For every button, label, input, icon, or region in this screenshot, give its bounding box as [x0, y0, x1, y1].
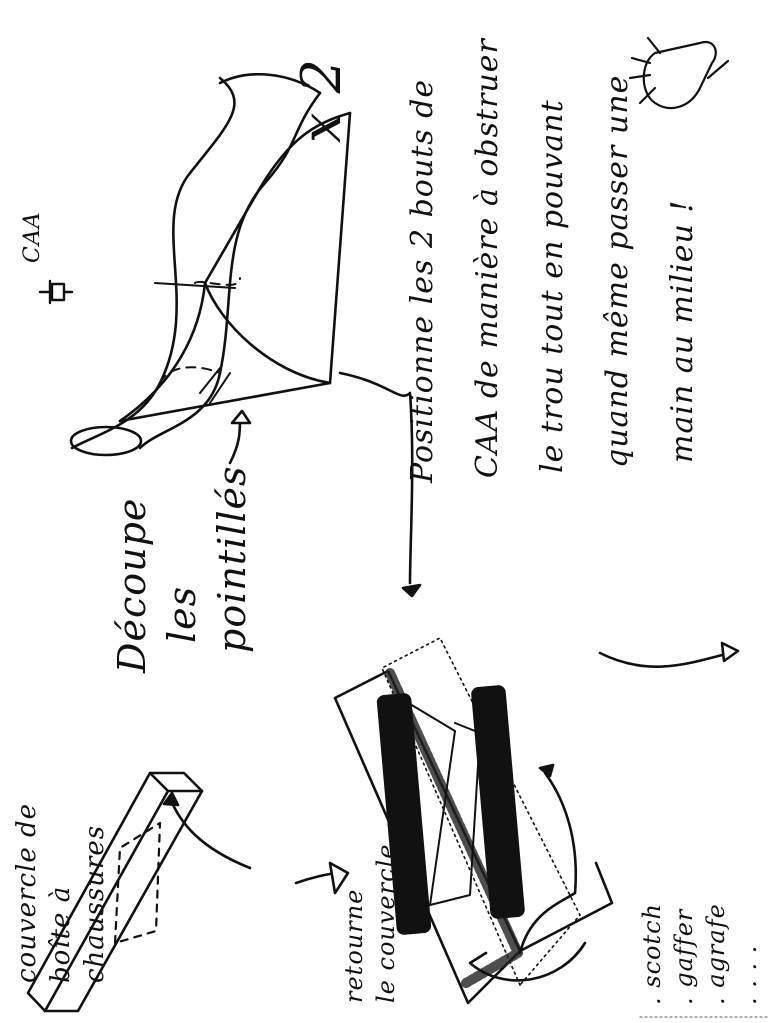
label-tube-tag: CAA — [20, 211, 45, 263]
cut-tube-piece — [120, 113, 350, 421]
label-instr-line2: CAA de manière à obstruer — [470, 38, 505, 478]
label-instr-line1: Positionne les 2 bouts de — [405, 79, 440, 483]
label-tape-line2: . gaffer — [670, 909, 698, 1005]
foam-strip-bottom — [472, 686, 524, 918]
label-tape-line1: . scotch — [638, 903, 666, 1005]
label-cut-line2: les — [160, 586, 204, 643]
label-tape-line3: . agrafe — [702, 903, 730, 1005]
foam-tube — [40, 74, 320, 455]
label-cut-line1: Découpe — [110, 498, 154, 673]
label-multiplier: x 2 — [290, 58, 353, 143]
arrows — [164, 373, 738, 953]
cut-dotted-outline — [115, 823, 160, 943]
label-instr-line3: le trou tout en pouvant — [535, 99, 570, 473]
arrow-to-flip — [170, 798, 250, 868]
hand-icon — [630, 38, 728, 108]
tube-tag — [52, 284, 64, 300]
arrow-next-step — [600, 653, 730, 667]
label-flip-line2: le couvercle — [372, 844, 400, 1003]
label-lid-line1: couvercle de — [12, 803, 42, 983]
label-flip-line1: retourne — [340, 889, 368, 1003]
label-cut-line3: pointillés — [210, 465, 254, 653]
arrow-to-lid — [340, 373, 412, 583]
arrow-tube-to-cut — [230, 418, 240, 463]
label-instr-line5: main au milieu ! — [665, 200, 700, 463]
label-lid-line2: boîte à — [46, 886, 76, 983]
label-instr-line4: quand même passer une — [600, 75, 635, 468]
label-lid-line3: chaussures — [80, 825, 110, 983]
label-tape-line4: . . . . — [734, 945, 762, 1005]
